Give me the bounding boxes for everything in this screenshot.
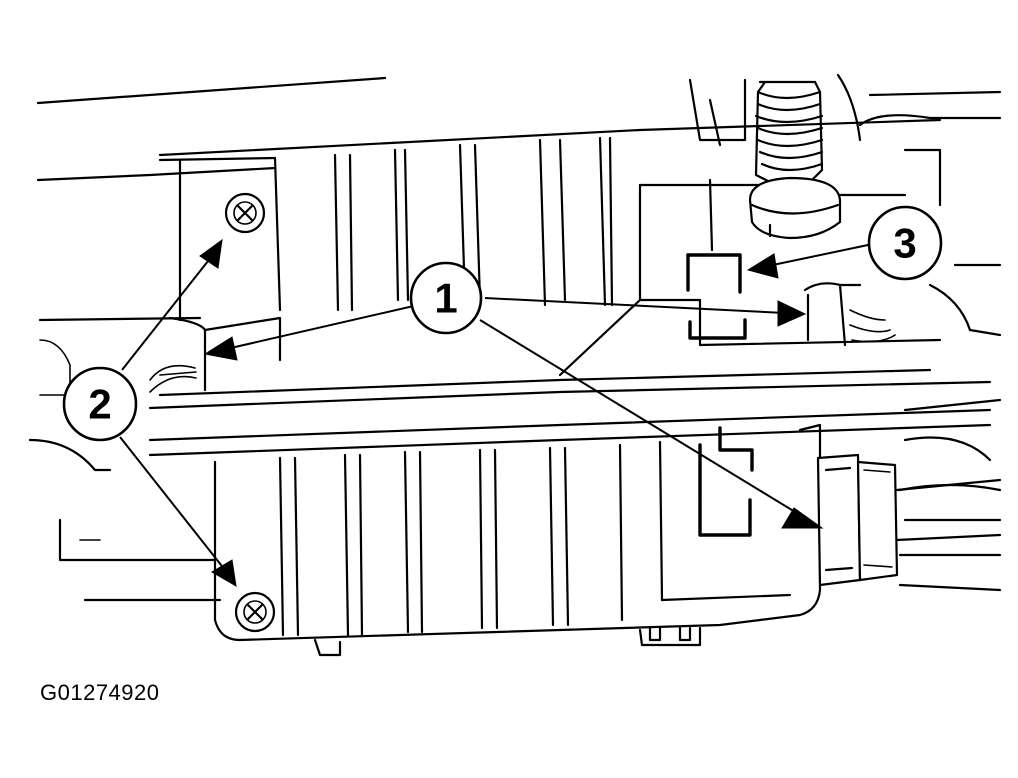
leader-1-down <box>479 319 806 519</box>
arrowhead-2-up <box>199 238 223 269</box>
arrowhead-1-right <box>777 300 807 327</box>
connector-latch <box>686 178 747 340</box>
callout-3-label: 3 <box>893 220 916 267</box>
callout-2: 2 <box>62 366 138 442</box>
upper-housing <box>149 118 942 393</box>
arrowhead-2-down <box>211 559 237 587</box>
right-connector <box>803 282 896 347</box>
lower-housing <box>213 423 822 657</box>
leader-2-down <box>119 436 226 571</box>
threaded-stud <box>748 80 842 240</box>
leader-2-up <box>121 255 213 371</box>
callout-3: 3 <box>867 205 943 281</box>
leader-1-right <box>484 297 786 314</box>
arrowhead-3 <box>746 253 779 279</box>
leader-1-left <box>221 304 419 351</box>
main-rail <box>148 298 992 457</box>
callout-1: 1 <box>409 261 483 335</box>
leader-3 <box>767 244 869 267</box>
mounting-screw-lower <box>234 591 276 633</box>
leader-lines <box>119 238 869 587</box>
electrical-plug <box>816 453 1002 587</box>
arrowhead-1-down <box>781 507 824 529</box>
mounting-screw-upper <box>224 192 266 234</box>
figure-id: G01274920 <box>40 680 160 705</box>
callout-1-label: 1 <box>434 275 457 322</box>
arrowhead-1-left <box>203 336 238 361</box>
callout-2-label: 2 <box>88 381 111 428</box>
upper-bracket <box>638 73 907 302</box>
